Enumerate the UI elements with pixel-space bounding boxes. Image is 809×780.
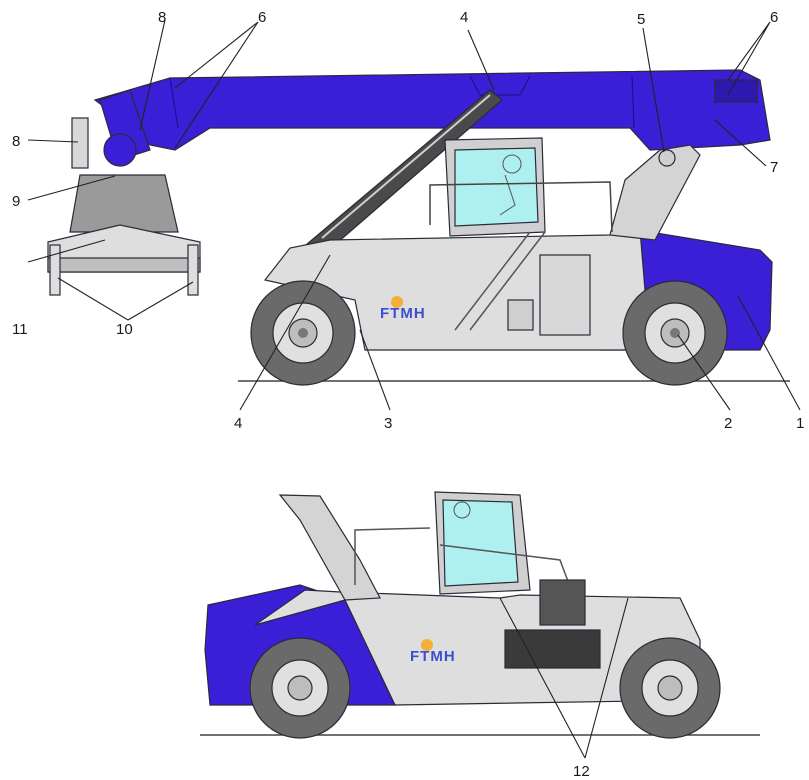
callout-4a: 4 [460,9,468,26]
ftmh-logo: FTMH [380,296,426,322]
callout-10: 10 [116,321,133,338]
callout-7: 7 [770,159,778,176]
logo-sun-icon-2 [421,639,433,651]
cab-glass [454,147,539,227]
callout-3: 3 [384,415,392,432]
side-panel [539,254,591,336]
front-wheel [250,280,356,386]
callout-6b: 6 [770,9,778,26]
chassis-2 [254,589,701,706]
callout-9: 9 [12,193,20,210]
callout-12: 12 [573,763,590,780]
logo-text-2: FTMH [410,648,456,665]
front-wheel-2 [619,637,721,739]
callout-8a: 8 [158,9,166,26]
callout-11: 11 [12,321,28,338]
reach-stacker-opposite-view: FTMH [200,491,760,759]
boom-end-cap [714,79,758,103]
container-spreader [47,89,201,296]
cab-glass-2 [442,499,519,587]
boom-pivot [658,149,676,167]
reach-stacker-side-view: FTMH [27,19,801,411]
rear-wheel-2 [249,637,351,739]
operator-figure [502,154,522,174]
callout-2: 2 [724,415,732,432]
access-ladder [454,231,546,331]
rear-tower-2 [278,494,381,601]
radiator-grille [504,629,601,669]
callout-8b: 8 [12,133,20,150]
platform-railing [429,181,613,233]
rear-tower [609,144,701,241]
telescopic-boom [93,69,771,151]
callout-4b: 4 [234,415,242,432]
engine-block [539,579,586,626]
rotator [103,133,137,167]
callout-5: 5 [637,11,645,28]
ftmh-logo-2: FTMH [410,639,456,665]
logo-sun-icon [391,296,403,308]
rear-wheel [622,280,728,386]
logo-text: FTMH [380,305,426,322]
callout-1: 1 [796,415,804,432]
callout-6a: 6 [258,9,266,26]
